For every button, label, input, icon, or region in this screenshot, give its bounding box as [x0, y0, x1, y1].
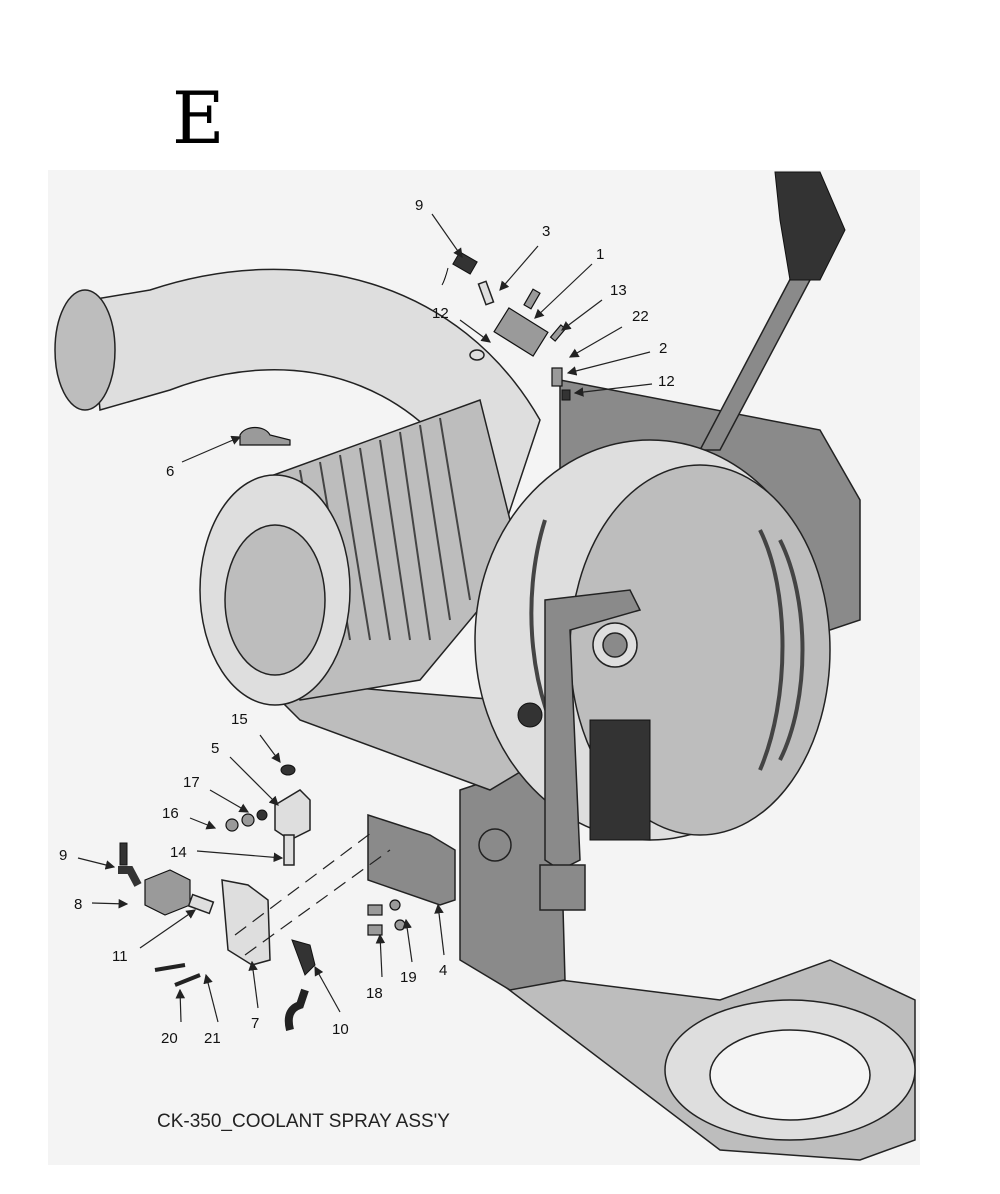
callout-1: 1	[596, 246, 604, 263]
callout-9: 9	[415, 197, 423, 214]
callout-13: 13	[610, 282, 627, 299]
callout-15: 15	[231, 711, 248, 728]
callout-8: 8	[74, 896, 82, 913]
mount-parts	[118, 764, 456, 1031]
callout-3: 3	[542, 223, 550, 240]
callout-16: 16	[162, 805, 179, 822]
callout-20: 20	[161, 1030, 178, 1047]
callout-4: 4	[439, 962, 447, 979]
callout-9: 9	[59, 847, 67, 864]
leader-lines	[77, 213, 653, 1023]
callout-22: 22	[632, 308, 649, 325]
callout-11: 11	[112, 948, 128, 965]
callout-7: 7	[251, 1015, 259, 1032]
clamp-part	[239, 426, 291, 446]
callout-6: 6	[166, 463, 174, 480]
callout-14: 14	[170, 844, 187, 861]
saw-machine	[54, 171, 916, 1161]
callout-12: 12	[432, 305, 449, 322]
callout-12: 12	[658, 373, 675, 390]
spray-nozzle-parts	[441, 251, 571, 401]
callout-19: 19	[400, 969, 417, 986]
callout-17: 17	[183, 774, 200, 791]
callout-21: 21	[204, 1030, 221, 1047]
section-letter: E	[172, 76, 225, 160]
diagram-title: CK-350_COOLANT SPRAY ASS'Y	[157, 1111, 450, 1132]
callout-2: 2	[659, 340, 667, 357]
callout-10: 10	[332, 1021, 349, 1038]
callout-18: 18	[366, 985, 383, 1002]
callout-5: 5	[211, 740, 219, 757]
callouts: 9 3 1 13 22 2 12 12 6 15 5 17 16 14 9 8 …	[59, 197, 675, 1047]
